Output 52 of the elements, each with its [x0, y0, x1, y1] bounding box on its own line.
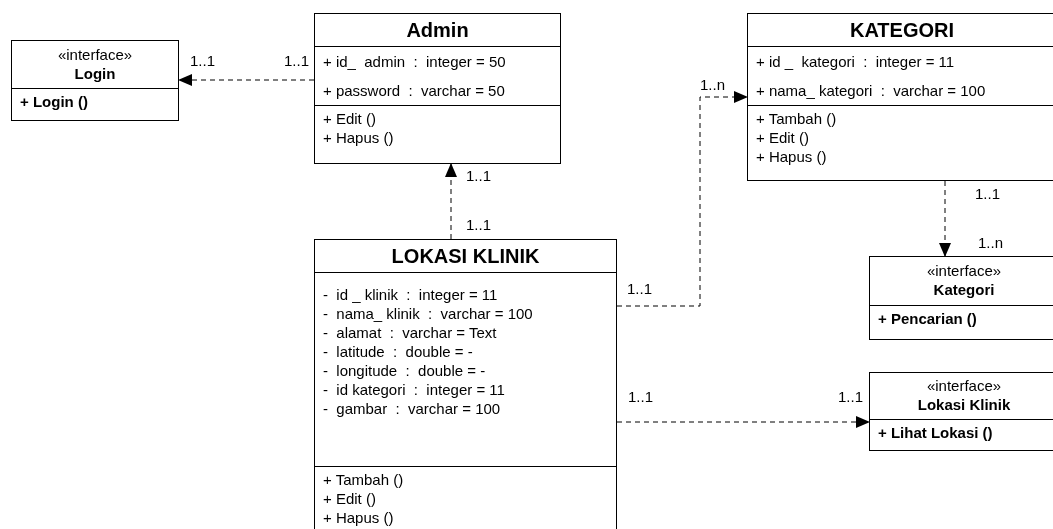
attribute: + id_ admin : integer = 50 — [323, 52, 506, 71]
class-name: Admin — [406, 17, 469, 43]
method: + Lihat Lokasi () — [878, 424, 993, 443]
multiplicity-label: 1..1 — [628, 388, 654, 407]
class-box — [869, 256, 1053, 340]
class-name: Kategori — [933, 281, 995, 300]
multiplicity-label: 1..1 — [838, 388, 864, 407]
class-box — [747, 13, 1053, 181]
method: + Login () — [20, 93, 88, 112]
attribute: - gambar : varchar = 100 — [323, 399, 501, 418]
method: + Hapus () — [756, 147, 827, 167]
class-name: KATEGORI — [849, 17, 955, 43]
dependency-arrow — [445, 163, 457, 240]
multiplicity-label: 1..1 — [190, 52, 216, 71]
method: + Edit () — [756, 128, 809, 148]
method: + Edit () — [323, 489, 376, 509]
class-name: Lokasi Klinik — [917, 396, 1011, 415]
method: + Tambah () — [323, 471, 404, 490]
multiplicity-label: 1..n — [700, 76, 726, 95]
class-name: Login — [74, 64, 116, 84]
method: + Hapus () — [323, 508, 394, 528]
stereotype: «interface» — [926, 377, 1002, 396]
class-box — [869, 372, 1053, 451]
attribute: - nama_ klinik : varchar = 100 — [323, 304, 533, 323]
method: + Edit () — [323, 110, 376, 129]
stereotype: «interface» — [57, 45, 133, 65]
multiplicity-label: 1..1 — [466, 216, 492, 235]
attribute: - alamat : varchar = Text — [323, 323, 497, 342]
method: + Tambah () — [756, 110, 837, 129]
dependency-arrow — [616, 91, 748, 307]
attribute: + id _ kategori : integer = 11 — [756, 52, 955, 71]
attribute: + nama_ kategori : varchar = 100 — [756, 81, 986, 100]
class-box — [314, 13, 561, 164]
dependency-arrow — [616, 416, 870, 428]
multiplicity-label: 1..1 — [466, 167, 492, 186]
class-box — [11, 40, 179, 121]
multiplicity-label: 1..1 — [627, 280, 653, 299]
class-name: LOKASI KLINIK — [391, 243, 540, 269]
multiplicity-label: 1..n — [978, 234, 1004, 253]
attribute: - latitude : double = - — [323, 342, 473, 361]
stereotype: «interface» — [926, 262, 1002, 281]
multiplicity-label: 1..1 — [284, 52, 310, 71]
method: + Pencarian () — [878, 310, 977, 329]
attribute: - id kategori : integer = 11 — [323, 380, 505, 399]
class-box — [314, 239, 617, 529]
attribute: - id _ klinik : integer = 11 — [323, 285, 498, 304]
multiplicity-label: 1..1 — [975, 185, 1001, 204]
dependency-arrow — [939, 180, 951, 257]
attribute: - longitude : double = - — [323, 361, 486, 380]
dependency-arrow — [178, 74, 315, 86]
method: + Hapus () — [323, 128, 394, 148]
attribute: + password : varchar = 50 — [323, 81, 505, 100]
